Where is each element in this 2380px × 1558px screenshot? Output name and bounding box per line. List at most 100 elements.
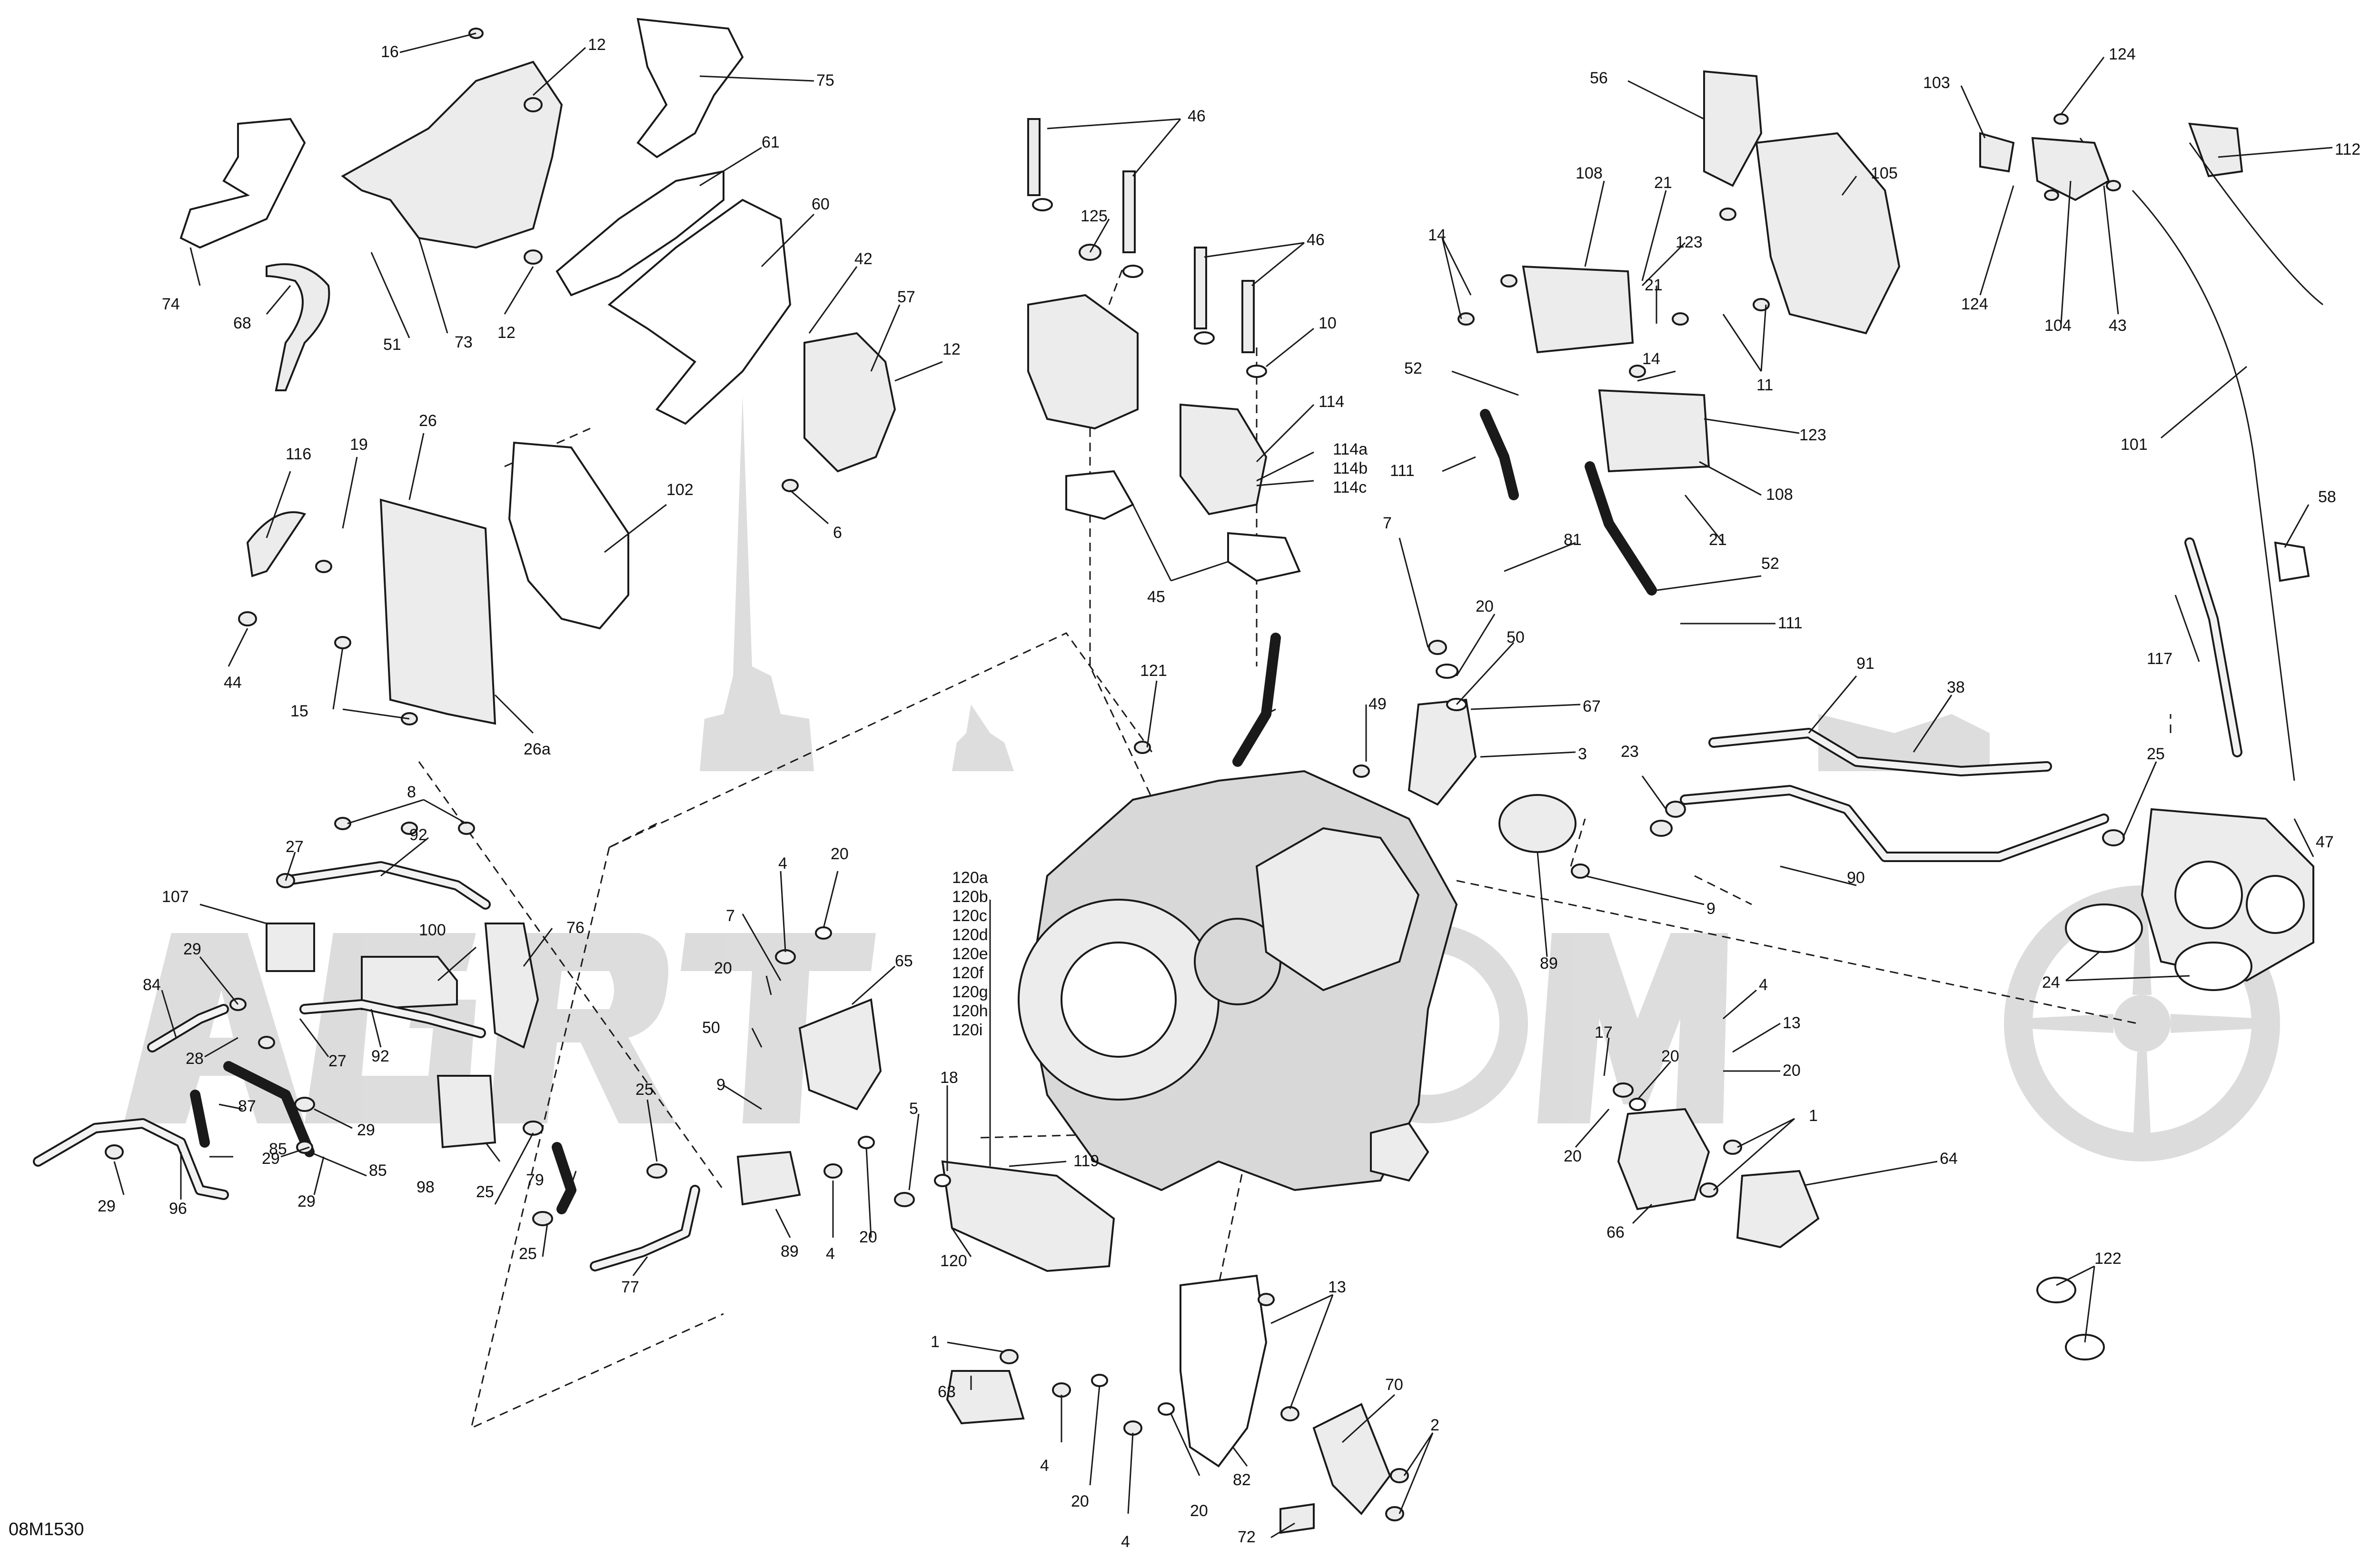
- callout-29: 29: [357, 1121, 375, 1139]
- callout-112: 112: [2335, 140, 2360, 159]
- callout-9: 9: [716, 1076, 725, 1094]
- callout-82: 82: [1233, 1471, 1251, 1489]
- coolant-pump-114: [1180, 403, 1268, 516]
- callout-42: 42: [854, 250, 873, 268]
- callout-17: 17: [1595, 1023, 1613, 1042]
- callout-116: 116: [286, 445, 311, 463]
- callout-9: 9: [1706, 900, 1716, 918]
- callout-66: 66: [1606, 1223, 1625, 1241]
- callout-124: 124: [1961, 295, 1988, 313]
- panel-61: [555, 170, 724, 297]
- callout-92: 92: [409, 826, 427, 844]
- callout-105: 105: [1871, 164, 1898, 182]
- callout-120h: 120h: [952, 1002, 988, 1020]
- bracket-66: [1617, 1108, 1710, 1211]
- callout-2: 2: [1430, 1416, 1439, 1434]
- callout-120: 120: [940, 1252, 967, 1270]
- callout-103: 103: [1923, 74, 1950, 92]
- callout-122: 122: [2094, 1250, 2122, 1268]
- callout-8: 8: [407, 783, 416, 801]
- callout-89: 89: [781, 1242, 799, 1260]
- plate-82: [1180, 1274, 1268, 1468]
- callout-98: 98: [416, 1178, 435, 1196]
- callout-74: 74: [162, 295, 180, 313]
- callout-47: 47: [2316, 833, 2334, 851]
- callout-14: 14: [1642, 350, 1660, 368]
- oring-122a: [2036, 1277, 2076, 1303]
- callout-96: 96: [169, 1200, 187, 1218]
- callout-20: 20: [831, 845, 849, 863]
- bracket-100: [361, 956, 458, 1011]
- bracket-65: [798, 998, 882, 1111]
- callout-119: 119: [1073, 1152, 1099, 1170]
- plate-70: [1312, 1403, 1391, 1516]
- callout-4: 4: [1121, 1533, 1130, 1551]
- callout-114: 114: [1319, 393, 1344, 411]
- callout-25: 25: [635, 1081, 654, 1099]
- clamp-24b: [2174, 942, 2252, 991]
- callout-20: 20: [1476, 597, 1494, 615]
- callout-91: 91: [1856, 655, 1874, 673]
- callout-84: 84: [143, 976, 161, 994]
- starter-120: [941, 1160, 1115, 1272]
- bracket-76: [484, 923, 539, 1049]
- cylinder-head: [1255, 827, 1420, 992]
- callout-21: 21: [1709, 531, 1727, 549]
- callout-58: 58: [2318, 488, 2336, 506]
- ignition-coil-108a: [1522, 265, 1634, 354]
- callout-19: 19: [350, 436, 368, 454]
- callout-29: 29: [262, 1150, 280, 1168]
- callout-64: 64: [1940, 1150, 1958, 1168]
- callout-120f: 120f: [952, 964, 984, 982]
- oil-pump-head: [1027, 294, 1139, 430]
- cable-112: [2188, 122, 2243, 178]
- callout-63: 63: [938, 1383, 956, 1401]
- callout-120g: 120g: [952, 983, 988, 1001]
- callout-120d: 120d: [952, 926, 988, 944]
- mount-89b: [736, 1151, 801, 1206]
- callout-20: 20: [1661, 1047, 1679, 1065]
- callout-27: 27: [286, 838, 304, 856]
- bracket-56: [1703, 70, 1763, 187]
- callout-111: 111: [1778, 614, 1803, 632]
- callout-75: 75: [816, 71, 834, 89]
- figure-code: 08M1530: [9, 1519, 84, 1539]
- bracket-102: [508, 441, 629, 630]
- callout-101: 101: [2121, 436, 2148, 454]
- hoses: [33, 142, 2323, 1271]
- callout-20: 20: [1190, 1502, 1208, 1520]
- callout-14: 14: [1428, 226, 1446, 244]
- callout-10: 10: [1319, 314, 1337, 332]
- callout-108: 108: [1576, 164, 1603, 182]
- callout-46: 46: [1188, 107, 1206, 125]
- callout-4: 4: [778, 854, 787, 873]
- clip-116: [246, 511, 307, 577]
- callout-4: 4: [1759, 976, 1768, 994]
- callout-104: 104: [2044, 317, 2072, 335]
- callout-25: 25: [2147, 745, 2165, 763]
- mount-63: [946, 1370, 1025, 1425]
- callout-5: 5: [909, 1100, 918, 1118]
- callout-92: 92: [371, 1047, 389, 1065]
- bracket-57: [803, 332, 896, 473]
- callout-3: 3: [1578, 745, 1587, 763]
- callout-6: 6: [833, 524, 842, 542]
- callout-51: 51: [383, 336, 401, 354]
- callout-21: 21: [1645, 276, 1663, 294]
- callout-25: 25: [476, 1183, 494, 1201]
- callout-107: 107: [162, 888, 189, 906]
- callout-13: 13: [1783, 1014, 1801, 1032]
- leader-lines: [113, 32, 2333, 1538]
- callout-120b: 120b: [952, 888, 988, 906]
- callout-50: 50: [702, 1019, 720, 1037]
- callout-23: 23: [1621, 743, 1639, 761]
- callout-68: 68: [233, 314, 251, 332]
- callout-60: 60: [812, 195, 830, 213]
- mount-67: [1408, 698, 1477, 806]
- callout-18: 18: [940, 1069, 958, 1087]
- callout-102: 102: [666, 481, 694, 499]
- ecu-26: [379, 498, 496, 725]
- callout-87: 87: [238, 1097, 256, 1115]
- bracket-103: [1979, 132, 2015, 173]
